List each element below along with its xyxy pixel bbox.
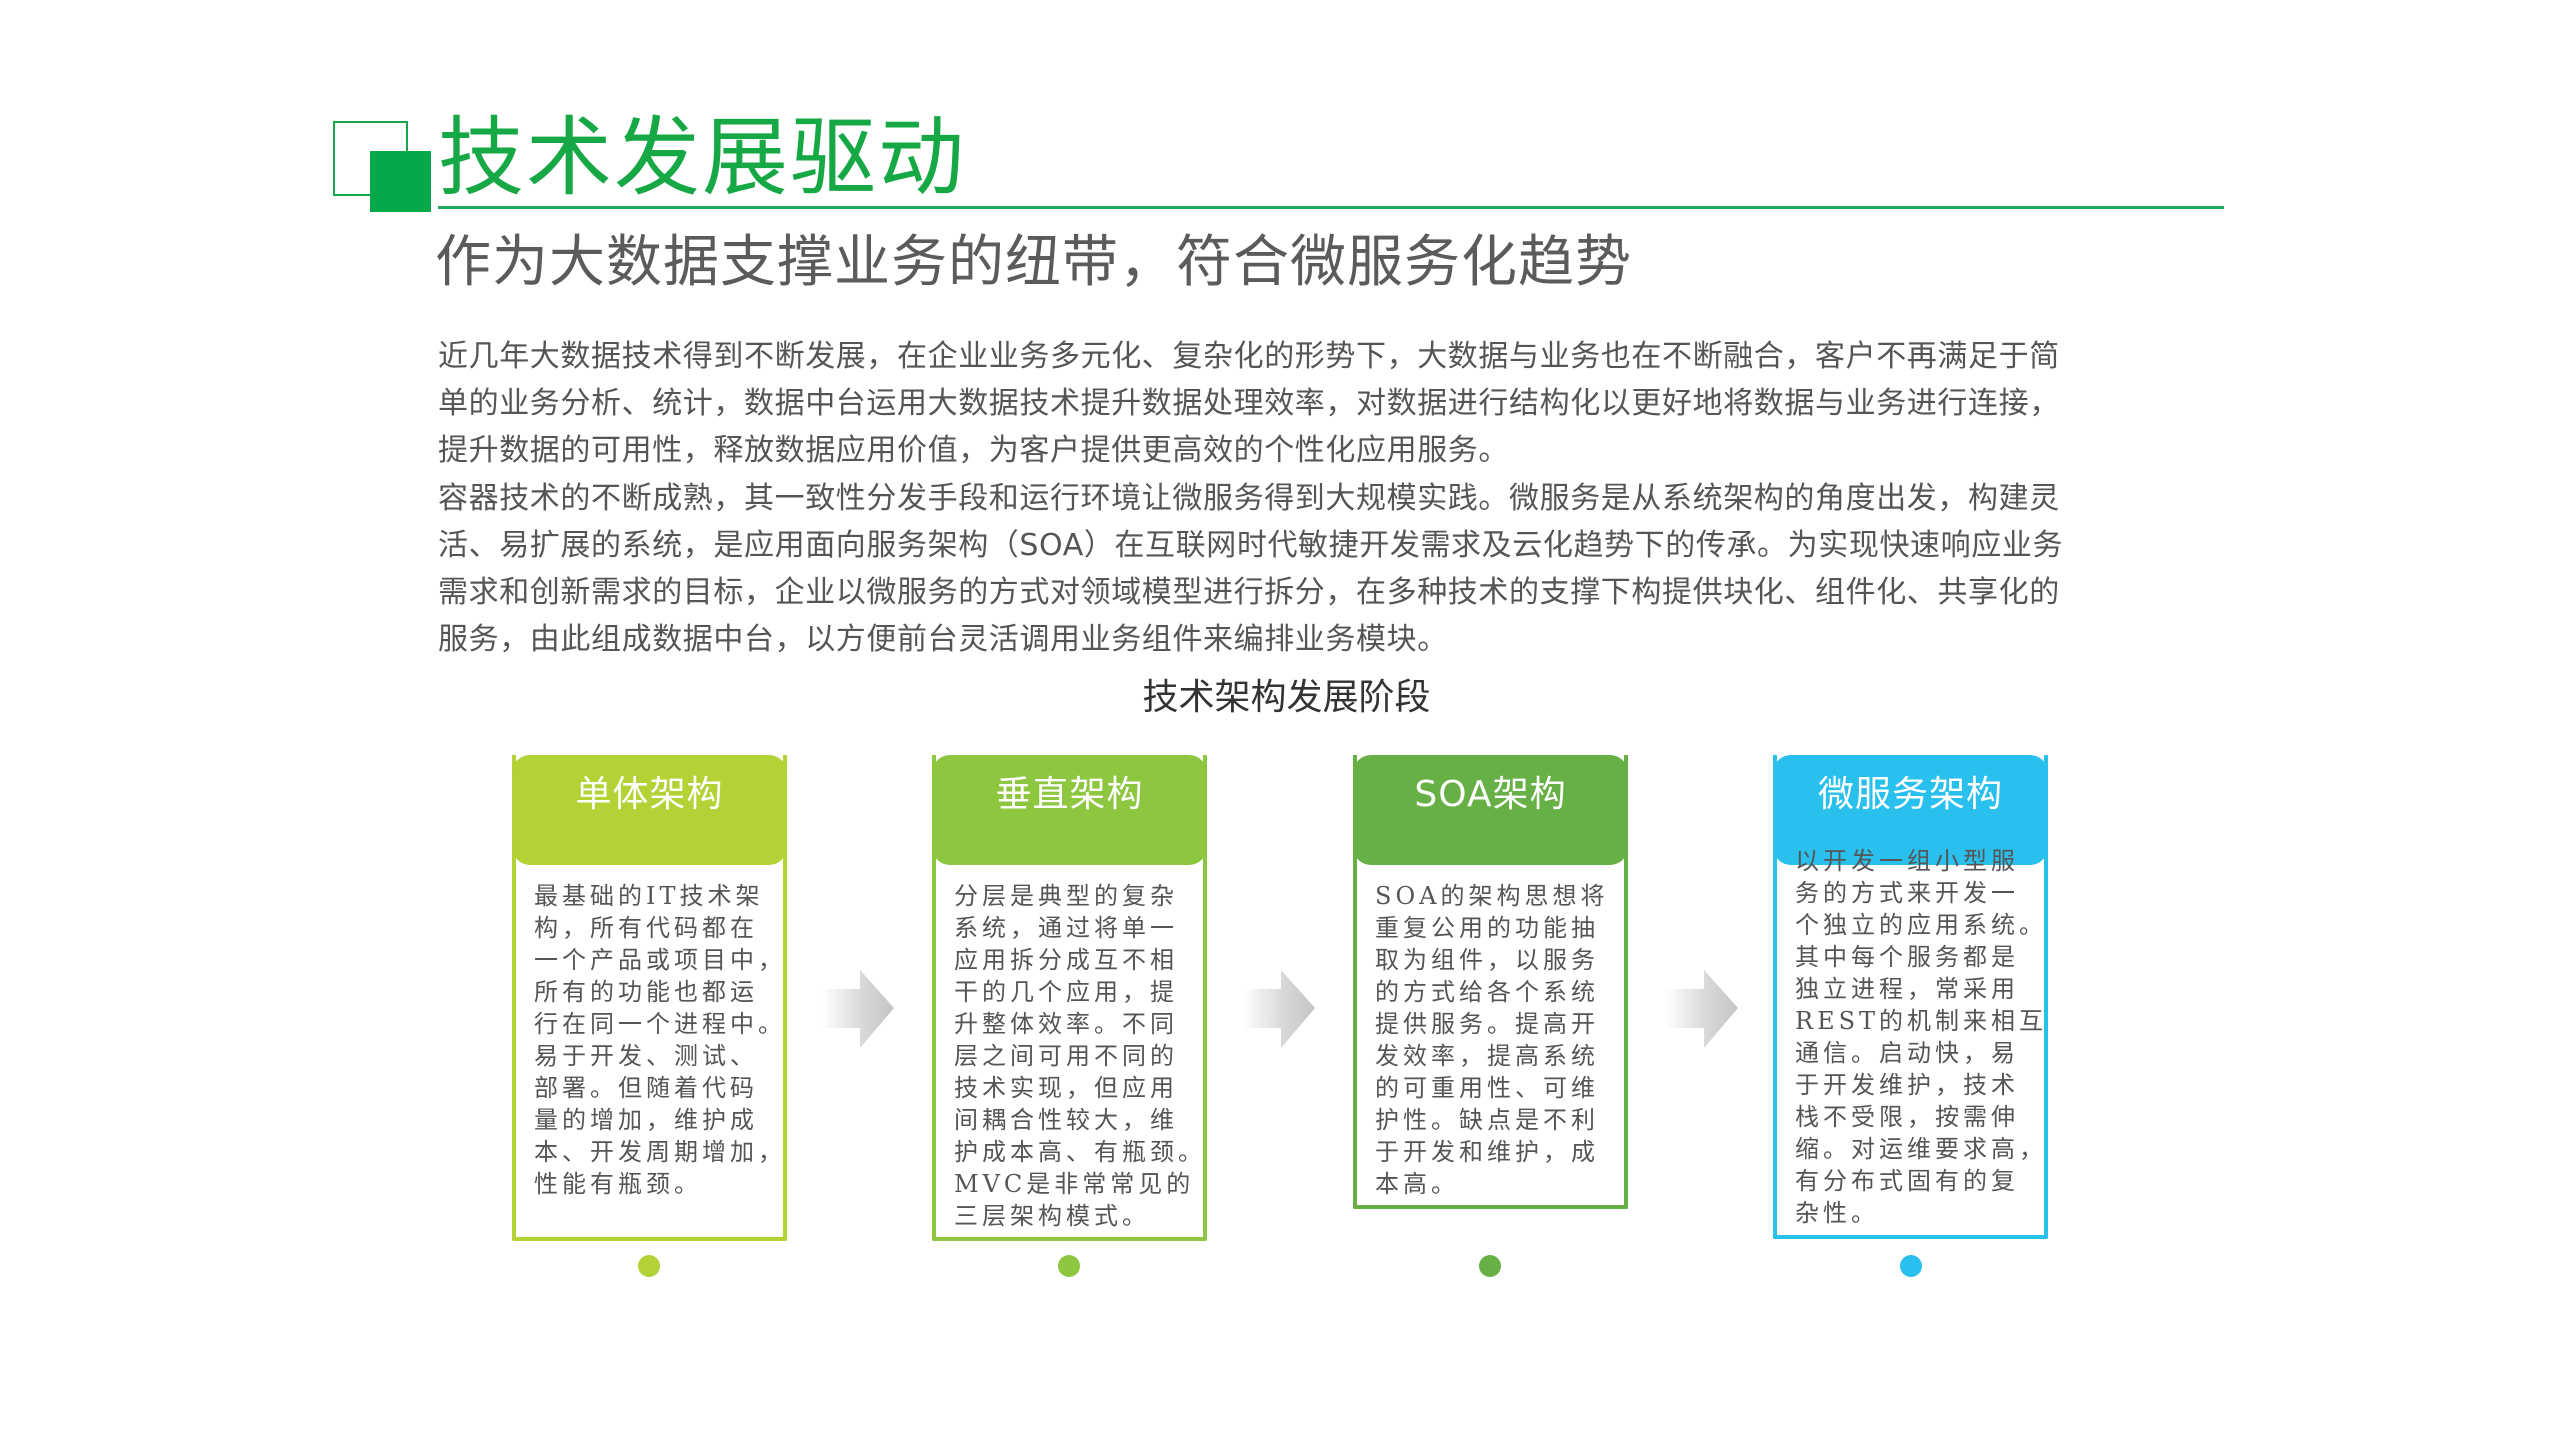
stage-card-body: 分层是典型的复杂 系统，通过将单一 应用拆分成互不相 干的几个应用，提 升整体效…: [954, 880, 1206, 1232]
stage-line: 重复公用的功能抽: [1375, 914, 1599, 942]
paragraph-line: 需求和创新需求的目标，企业以微服务的方式对领域模型进行拆分，在多种技术的支撑下构…: [438, 575, 2060, 610]
stage-line: 提供服务。提高开: [1375, 1010, 1599, 1038]
stage-line: 的方式给各个系统: [1375, 978, 1599, 1006]
stage-card-body: 最基础的IT技术架 构，所有代码都在 一个产品或项目中， 所有的功能也都运 行在…: [534, 880, 786, 1200]
stage-line: 栈不受限，按需伸: [1795, 1103, 2019, 1131]
stage-card-monolithic: 单体架构 最基础的IT技术架 构，所有代码都在 一个产品或项目中， 所有的功能也…: [512, 755, 787, 1241]
stage-dot-icon: [1900, 1255, 1922, 1277]
stage-card-header: 微服务架构: [1773, 755, 2048, 865]
paragraph-line: 容器技术的不断成熟，其一致性分发手段和运行环境让微服务得到大规模实践。微服务是从…: [438, 481, 2060, 516]
stage-dot-icon: [638, 1255, 660, 1277]
stage-line: 三层架构模式。: [954, 1202, 1150, 1230]
paragraph-line: 近几年大数据技术得到不断发展，在企业业务多元化、复杂化的形势下，大数据与业务也在…: [438, 339, 2060, 374]
stage-line: 应用拆分成互不相: [954, 946, 1178, 974]
stage-line: 一个产品或项目中，: [534, 946, 786, 974]
paragraph-microservices: 容器技术的不断成熟，其一致性分发手段和运行环境让微服务得到大规模实践。微服务是从…: [438, 475, 2148, 663]
stage-line: 的可重用性、可维: [1375, 1074, 1599, 1102]
stage-line: 性能有瓶颈。: [534, 1170, 702, 1198]
stage-line: 于开发维护，技术: [1795, 1071, 2019, 1099]
paragraph-line: 单的业务分析、统计，数据中台运用大数据技术提升数据处理效率，对数据进行结构化以更…: [438, 386, 2060, 421]
stage-line: 通信。启动快，易: [1795, 1039, 2019, 1067]
stage-line: 务的方式来开发一: [1795, 879, 2019, 907]
title-divider: [438, 206, 2224, 209]
stage-line: 量的增加，维护成: [534, 1106, 758, 1134]
stage-line: REST的机制来相互: [1795, 1007, 2048, 1035]
stage-line: 于开发和维护，成: [1375, 1138, 1599, 1166]
stage-line: 独立进程，常采用: [1795, 975, 2019, 1003]
stage-line: 发效率，提高系统: [1375, 1042, 1599, 1070]
stage-line: 杂性。: [1795, 1199, 1879, 1227]
stage-line: 本、开发周期增加，: [534, 1138, 786, 1166]
stage-line: 层之间可用不同的: [954, 1042, 1178, 1070]
right-arrow-icon: [822, 970, 894, 1048]
stage-line: 最基础的IT技术架: [534, 882, 764, 910]
stage-line: 所有的功能也都运: [534, 978, 758, 1006]
paragraph-big-data: 近几年大数据技术得到不断发展，在企业业务多元化、复杂化的形势下，大数据与业务也在…: [438, 333, 2148, 474]
stage-card-soa: SOA架构 SOA的架构思想将 重复公用的功能抽 取为组件，以服务 的方式给各个…: [1353, 755, 1628, 1209]
paragraph-line: 提升数据的可用性，释放数据应用价值，为客户提供更高效的个性化应用服务。: [438, 433, 1509, 468]
stage-card-header: SOA架构: [1353, 755, 1628, 865]
stage-line: 分层是典型的复杂: [954, 882, 1178, 910]
stage-line: 系统，通过将单一: [954, 914, 1178, 942]
paragraph-line: 服务，由此组成数据中台，以方便前台灵活调用业务组件来编排业务模块。: [438, 622, 1448, 657]
stage-line: SOA的架构思想将: [1375, 882, 1609, 910]
stage-line: 取为组件，以服务: [1375, 946, 1599, 974]
stage-line: 有分布式固有的复: [1795, 1167, 2019, 1195]
stage-card-microservice: 微服务架构 以开发一组小型服 务的方式来开发一 个独立的应用系统。 其中每个服务…: [1773, 755, 2048, 1239]
stage-line: 本高。: [1375, 1170, 1459, 1198]
stage-line: 构，所有代码都在: [534, 914, 758, 942]
stage-line: 其中每个服务都是: [1795, 943, 2019, 971]
stage-line: 行在同一个进程中。: [534, 1010, 786, 1038]
stage-line: 个独立的应用系统。: [1795, 911, 2047, 939]
stage-line: 技术实现，但应用: [954, 1074, 1178, 1102]
stage-line: 缩。对运维要求高，: [1795, 1135, 2047, 1163]
stage-card-header: 垂直架构: [932, 755, 1207, 865]
stage-dot-icon: [1058, 1255, 1080, 1277]
stage-card-vertical: 垂直架构 分层是典型的复杂 系统，通过将单一 应用拆分成互不相 干的几个应用，提…: [932, 755, 1207, 1241]
right-arrow-icon: [1243, 970, 1315, 1048]
stage-line: 护性。缺点是不利: [1375, 1106, 1599, 1134]
right-arrow-icon: [1666, 970, 1738, 1048]
stage-line: 易于开发、测试、: [534, 1042, 758, 1070]
stage-line: 护成本高、有瓶颈。: [954, 1138, 1206, 1166]
stage-line: MVC是非常常见的: [954, 1170, 1195, 1198]
stage-line: 升整体效率。不同: [954, 1010, 1178, 1038]
stage-line: 以开发一组小型服: [1795, 847, 2019, 875]
paragraph-line: 活、易扩展的系统，是应用面向服务架构（SOA）在互联网时代敏捷开发需求及云化趋势…: [438, 528, 2064, 563]
page-subtitle: 作为大数据支撑业务的纽带，符合微服务化趋势: [435, 230, 1632, 295]
stage-card-body: 以开发一组小型服 务的方式来开发一 个独立的应用系统。 其中每个服务都是 独立进…: [1795, 845, 2048, 1229]
stage-line: 部署。但随着代码: [534, 1074, 758, 1102]
page-title: 技术发展驱动: [438, 108, 966, 208]
stage-dot-icon: [1479, 1255, 1501, 1277]
stage-line: 干的几个应用，提: [954, 978, 1178, 1006]
diagram-title: 技术架构发展阶段: [1142, 677, 1431, 718]
title-filled-square-icon: [370, 151, 431, 212]
stage-card-header: 单体架构: [512, 755, 787, 865]
stage-card-body: SOA的架构思想将 重复公用的功能抽 取为组件，以服务 的方式给各个系统 提供服…: [1375, 880, 1614, 1200]
stage-line: 间耦合性较大，维: [954, 1106, 1178, 1134]
